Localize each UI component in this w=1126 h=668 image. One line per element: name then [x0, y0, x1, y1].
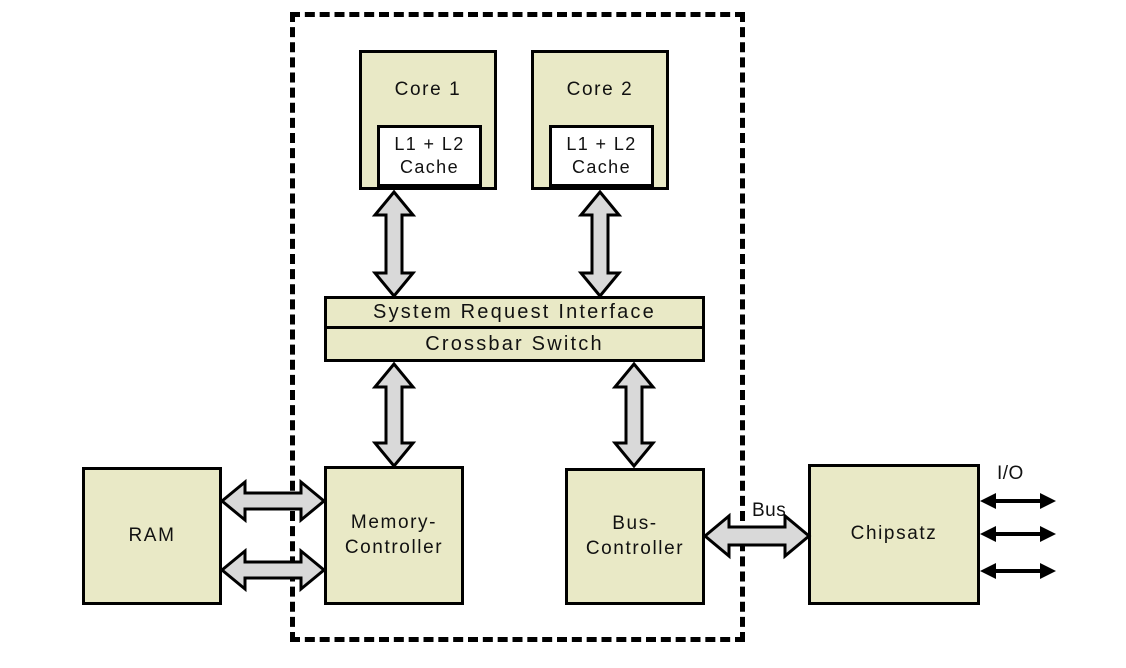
cpu-die-boundary	[290, 12, 745, 642]
ram-box[interactable]: RAM	[82, 467, 222, 605]
crossbar-to-memory-controller-arrow	[371, 361, 417, 469]
crossbar-switch-label[interactable]: Crossbar Switch	[425, 332, 604, 355]
ram-to-memory-controller-upper-arrow	[219, 478, 327, 524]
memory-controller-box[interactable]: Memory- Controller	[324, 466, 464, 605]
ram-to-memory-controller-lower-arrow	[219, 547, 327, 593]
core2-to-sri-arrow	[577, 189, 623, 299]
core-1-box[interactable]: Core 1 L1 + L2 Cache	[359, 50, 497, 190]
bus-controller-box[interactable]: Bus- Controller	[565, 468, 705, 605]
io-label: I/O	[997, 463, 1024, 484]
crossbar-to-bus-controller-arrow	[611, 361, 657, 469]
core-2-cache-box: L1 + L2 Cache	[549, 125, 654, 187]
chipset-io-arrow-2	[980, 526, 1056, 542]
chipset-box[interactable]: Chipsatz	[808, 464, 980, 605]
bus-controller-to-chipset-arrow	[702, 512, 812, 560]
core-1-cache-box: L1 + L2 Cache	[377, 125, 482, 187]
bus-label: Bus	[752, 500, 787, 521]
system-request-interface-label[interactable]: System Request Interface	[327, 299, 702, 329]
core-2-title: Core 2	[566, 79, 634, 100]
chipset-io-arrow-3	[980, 563, 1056, 579]
core1-to-sri-arrow	[371, 189, 417, 299]
interconnect-stack: System Request Interface Crossbar Switch	[324, 296, 705, 362]
core-1-title: Core 1	[394, 79, 462, 100]
core-2-box[interactable]: Core 2 L1 + L2 Cache	[531, 50, 669, 190]
chipset-io-arrow-1	[980, 493, 1056, 509]
